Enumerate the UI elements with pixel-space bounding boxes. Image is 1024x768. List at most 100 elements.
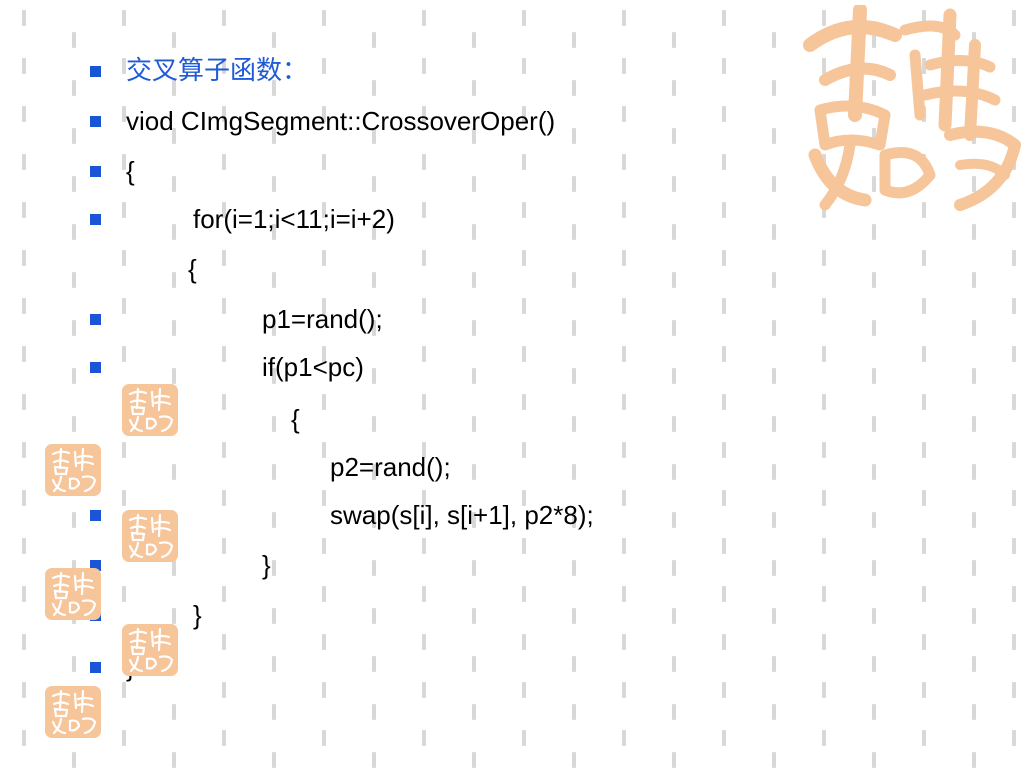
background-dash xyxy=(1012,250,1016,266)
background-dash xyxy=(722,10,726,26)
background-dash xyxy=(972,272,976,288)
background-dash xyxy=(722,154,726,170)
background-dash xyxy=(272,272,276,288)
background-dash xyxy=(322,202,326,218)
background-dash xyxy=(222,634,226,650)
background-dash xyxy=(472,176,476,192)
background-dash xyxy=(722,490,726,506)
background-dash xyxy=(922,634,926,650)
auspicious-seal-icon xyxy=(803,5,1021,211)
background-dash xyxy=(122,250,126,266)
background-dash xyxy=(722,298,726,314)
square-bullet-icon xyxy=(90,116,101,127)
background-dash xyxy=(422,154,426,170)
background-dash xyxy=(422,202,426,218)
background-dash xyxy=(1012,490,1016,506)
code-line: for(i=1;i<11;i=i+2) xyxy=(0,196,1024,242)
background-dash xyxy=(972,224,976,240)
background-dash xyxy=(422,298,426,314)
background-dash xyxy=(72,368,76,384)
background-dash xyxy=(1012,106,1016,122)
background-dash xyxy=(322,586,326,602)
background-dash xyxy=(572,608,576,624)
background-dash xyxy=(672,32,676,48)
background-dash xyxy=(722,106,726,122)
background-dash xyxy=(222,58,226,74)
background-dash xyxy=(172,368,176,384)
background-dash xyxy=(22,202,26,218)
background-dash xyxy=(222,586,226,602)
background-dash xyxy=(472,656,476,672)
background-dash xyxy=(572,176,576,192)
background-dash xyxy=(122,586,126,602)
background-dash xyxy=(222,394,226,410)
background-dash xyxy=(372,368,376,384)
background-dash xyxy=(172,128,176,144)
background-dash xyxy=(672,272,676,288)
background-dash xyxy=(122,202,126,218)
background-dash xyxy=(822,298,826,314)
background-dash xyxy=(872,32,876,48)
background-dash xyxy=(22,490,26,506)
background-dash xyxy=(872,272,876,288)
background-dash xyxy=(722,538,726,554)
background-dash xyxy=(672,416,676,432)
background-dash xyxy=(622,58,626,74)
background-dash xyxy=(522,346,526,362)
background-dash xyxy=(372,272,376,288)
background-dash xyxy=(1012,298,1016,314)
background-dash xyxy=(22,634,26,650)
background-dash xyxy=(22,682,26,698)
background-dash xyxy=(372,320,376,336)
background-dash xyxy=(572,464,576,480)
background-dash xyxy=(1012,682,1016,698)
background-dash xyxy=(222,250,226,266)
background-dash xyxy=(722,250,726,266)
background-dash xyxy=(522,538,526,554)
auspicious-seal-icon xyxy=(45,686,101,738)
background-dash xyxy=(122,442,126,458)
background-dash xyxy=(772,176,776,192)
background-dash xyxy=(222,298,226,314)
background-dash xyxy=(522,730,526,746)
background-dash xyxy=(372,560,376,576)
background-dash xyxy=(272,416,276,432)
background-dash xyxy=(1012,730,1016,746)
background-dash xyxy=(822,346,826,362)
background-dash xyxy=(322,538,326,554)
background-dash xyxy=(272,512,276,528)
background-dash xyxy=(372,416,376,432)
background-dash xyxy=(22,730,26,746)
background-dash xyxy=(922,250,926,266)
background-dash xyxy=(122,154,126,170)
background-dash xyxy=(72,128,76,144)
background-dash xyxy=(1012,202,1016,218)
background-dash xyxy=(472,752,476,768)
background-dash xyxy=(872,704,876,720)
background-dash xyxy=(972,608,976,624)
background-dash xyxy=(122,58,126,74)
background-dash xyxy=(72,656,76,672)
background-dash xyxy=(372,128,376,144)
background-dash xyxy=(372,176,376,192)
background-dash xyxy=(1012,58,1016,74)
background-dash xyxy=(72,272,76,288)
code-line-text: viod CImgSegment::CrossoverOper() xyxy=(126,106,556,136)
background-dash xyxy=(822,538,826,554)
background-dash xyxy=(772,656,776,672)
background-dash xyxy=(622,634,626,650)
background-dash xyxy=(122,10,126,26)
background-dash xyxy=(472,32,476,48)
background-dash xyxy=(372,464,376,480)
background-dash xyxy=(872,80,876,96)
background-dash xyxy=(422,586,426,602)
background-dash xyxy=(672,608,676,624)
background-dash xyxy=(572,272,576,288)
code-line-text: p2=rand(); xyxy=(330,452,451,482)
background-dash xyxy=(522,682,526,698)
background-dash xyxy=(572,128,576,144)
background-dash xyxy=(72,176,76,192)
background-dash xyxy=(272,224,276,240)
background-dash xyxy=(422,730,426,746)
background-dash xyxy=(422,346,426,362)
